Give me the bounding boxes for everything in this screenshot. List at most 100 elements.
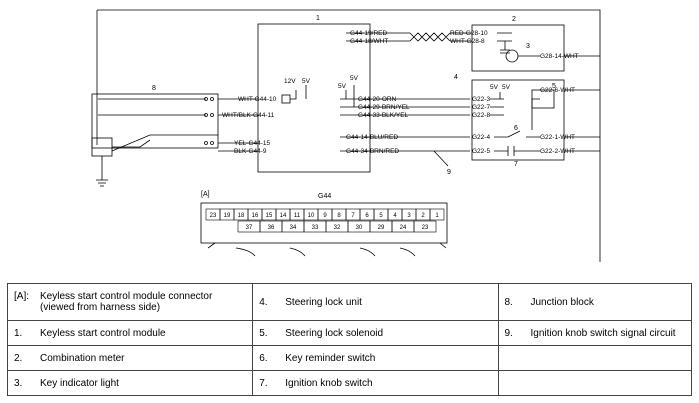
legend-key: 8. bbox=[504, 296, 513, 308]
connector-pin-number: 8 bbox=[337, 213, 341, 219]
legend-cell: 8. Junction block bbox=[497, 283, 692, 321]
connector-pin-number: 9 bbox=[323, 213, 327, 219]
legend-cell: 3. Key indicator light bbox=[6, 370, 254, 396]
voltage-5v-d: 5V bbox=[490, 84, 499, 91]
legend-cell: 4. Steering lock unit bbox=[252, 283, 499, 321]
legend-key: 9. bbox=[504, 327, 513, 339]
legend-key: 6. bbox=[259, 352, 268, 364]
connector-pin-number: 4 bbox=[393, 213, 397, 219]
wiring-diagram: 1 2 3 4 5 6 7 8 9 12V 5V 5V 5V 5V 5V G44… bbox=[91, 9, 601, 262]
legend-key: 1. bbox=[14, 327, 23, 339]
lock-unit-box bbox=[471, 79, 565, 161]
connector-body bbox=[200, 202, 448, 244]
legend-value: Key indicator light bbox=[40, 377, 119, 389]
wire-g22-7: G22-7 bbox=[472, 104, 490, 111]
connector-pin-number: 15 bbox=[266, 213, 273, 219]
legend-cell: 9. Ignition knob switch signal circuit bbox=[497, 320, 692, 346]
voltage-5v-c: 5V bbox=[350, 75, 359, 82]
connector-name: G44 bbox=[318, 193, 331, 200]
connector-pin-number: 10 bbox=[308, 213, 315, 219]
wire-g44-34: G44-34-BRN/RED bbox=[346, 148, 399, 155]
connector-pin-number: 36 bbox=[268, 225, 275, 231]
connector-pin-number: 18 bbox=[238, 213, 245, 219]
connector-pin-number: 1 bbox=[435, 213, 439, 219]
callout-reminder: 6 bbox=[514, 125, 518, 132]
wire-g44-9: BLK-G44-9 bbox=[234, 148, 267, 155]
connector-pin-number: 14 bbox=[280, 213, 287, 219]
legend-cell: 7.Ignition knob switch bbox=[252, 370, 499, 396]
wire-g22-1: G22-1-WHT bbox=[540, 134, 575, 141]
connector-pin-number: 3 bbox=[407, 213, 411, 219]
callout-junction: 8 bbox=[152, 85, 156, 92]
wire-g22-3: G22-3 bbox=[472, 96, 490, 103]
voltage-5v-b: 5V bbox=[338, 83, 347, 90]
wire-g22-6: G22-6-WHT bbox=[540, 87, 575, 94]
legend-key: 3. bbox=[14, 377, 23, 389]
wire-g22-8: G22-8 bbox=[472, 112, 490, 119]
voltage-12v: 12V bbox=[284, 78, 296, 85]
wire-g44-15: YEL-G44-15 bbox=[234, 140, 271, 147]
wire-g44-20: G44-20-ORN bbox=[358, 96, 397, 103]
outer-loop-wire bbox=[97, 9, 601, 262]
connector-pin-number: 33 bbox=[312, 225, 319, 231]
legend-cell: 5.Steering lock solenoid bbox=[252, 320, 499, 346]
wire-g44-14: G44-14-BLU/RED bbox=[346, 134, 398, 141]
callout-ignition: 7 bbox=[514, 161, 518, 168]
legend-key: 4. bbox=[259, 296, 268, 308]
wire-g22-4: G22-4 bbox=[472, 134, 490, 141]
voltage-5v-e: 5V bbox=[502, 84, 511, 91]
legend-key: 5. bbox=[259, 327, 268, 339]
wire-g22-5: G22-5 bbox=[472, 148, 490, 155]
connector-pin-number: 37 bbox=[246, 225, 253, 231]
wire-g44-18: G44-18/WHT bbox=[350, 38, 388, 45]
legend-value: Junction block bbox=[530, 296, 594, 308]
legend-key: [A]: bbox=[14, 291, 30, 302]
connector-pin-number: 30 bbox=[356, 225, 363, 231]
wire-g22-2: G22-2-WHT bbox=[540, 148, 575, 155]
voltage-5v: 5V bbox=[302, 78, 311, 85]
connector-pin-number: 11 bbox=[294, 213, 301, 219]
callout-signal: 9 bbox=[447, 169, 451, 176]
callout-meter: 2 bbox=[512, 16, 516, 23]
connector-pin-cell bbox=[413, 220, 437, 233]
connector-pin-number: 16 bbox=[252, 213, 259, 219]
legend-value: Ignition knob switch signal circuit bbox=[530, 327, 676, 339]
wire-g28-14: G28-14-WHT bbox=[540, 53, 579, 60]
wire-g44-19: G44-19/RED bbox=[350, 30, 388, 37]
callout-solenoid: 5 bbox=[552, 83, 556, 90]
legend-cell: 1. Keyless start control module bbox=[6, 320, 254, 346]
wire-g44-11: WHT/BLK-G44-11 bbox=[222, 112, 275, 119]
wire-g44-33: G44-33-BLK/YEL bbox=[358, 112, 409, 119]
connector-pin-number: 23 bbox=[422, 225, 429, 231]
legend-value: Keyless start control module connector (… bbox=[40, 291, 213, 313]
wire-g28-8: WHT-G28-8 bbox=[450, 38, 485, 45]
callout-lock-unit: 4 bbox=[454, 74, 458, 81]
legend-cell: 2.Combination meter bbox=[6, 345, 254, 371]
meter-box bbox=[471, 24, 565, 72]
legend-row: 3. Key indicator light 7.Ignition knob swi… bbox=[6, 370, 692, 396]
connector-pin-number: 34 bbox=[290, 225, 297, 231]
legend-value: Keyless start control module bbox=[40, 327, 166, 339]
callout-light: 3 bbox=[526, 43, 530, 50]
connector-pin-number: 23 bbox=[210, 213, 217, 219]
callout-module: 1 bbox=[316, 15, 320, 22]
legend-key: 2. bbox=[14, 352, 23, 364]
wire-g44-29: G44-29-BRN/YEL bbox=[358, 104, 410, 111]
connector-pin-number: 2 bbox=[421, 213, 425, 219]
legend-row: [A]: Keyless start control module connect… bbox=[6, 283, 692, 321]
legend-row: 1. Keyless start control module 5.Steering… bbox=[6, 320, 692, 346]
twisted-pair bbox=[409, 32, 451, 42]
connector-pin-number: 7 bbox=[351, 213, 355, 219]
wire-g28-10: RED-G28-10 bbox=[450, 30, 488, 37]
legend-table: [A]: Keyless start control module connect… bbox=[6, 283, 692, 396]
connector-pin-number: 6 bbox=[365, 213, 369, 219]
legend-cell bbox=[497, 345, 692, 371]
legend-cell bbox=[497, 370, 692, 396]
legend-cell: [A]: Keyless start control module connect… bbox=[6, 283, 254, 321]
connector-pins-top: 23 19 18 16 15 14 11 10 9 8 7 6 5 4 3 2 1 bbox=[205, 208, 445, 221]
connector-pin-number: 5 bbox=[379, 213, 383, 219]
connector-pin-number: 19 bbox=[224, 213, 231, 219]
legend-key: 7. bbox=[259, 377, 268, 389]
legend-value: Steering lock unit bbox=[285, 296, 362, 308]
connector-pin-cell bbox=[429, 208, 445, 221]
